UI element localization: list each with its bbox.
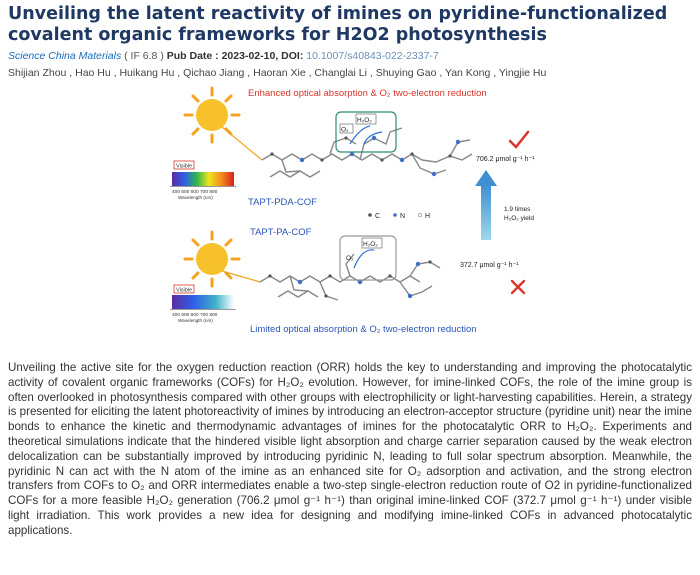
check-icon [508,130,530,149]
molecule-top-c-atoms [270,136,452,162]
molecule-top-n-atoms [299,135,461,177]
rate-bottom: 372.7 μmol g⁻¹ h⁻¹ [460,262,519,269]
rate-top: 706.2 μmol g⁻¹ h⁻¹ [476,156,535,163]
o2-label-top: O₂ [341,127,349,134]
article-meta: Science China Materials ( IF 6.8 ) Pub D… [8,50,439,62]
fold-increase-label: H₂O₂ yield [504,215,534,222]
pub-date: 2023-02-10 [221,50,276,62]
wavelength-ticks-bottom: 400 500 600 700 800 [172,312,218,318]
sun-icon-bottom [183,230,241,288]
spectrum-top: Visible 400 500 600 700 800 Wavelength (… [170,160,236,200]
journal-link[interactable]: Science China Materials [8,50,122,62]
doi-link[interactable]: 10.1007/s40843-022-2337-7 [306,50,439,62]
legend-h: H [425,213,430,220]
h2o2-label-bottom: H₂O₂ [363,241,378,248]
sun-icon-top [183,86,241,144]
increase-arrow [475,170,497,240]
wavelength-ticks-top: 400 500 600 700 800 [172,189,218,195]
doi-label: , DOI: [275,50,304,62]
pub-date-label: Pub Date : [166,50,219,62]
graphical-abstract: Enhanced optical absorption & O₂ two-ele… [170,86,535,335]
active-site-box-top [335,111,397,153]
fold-increase: 1.9 times [504,206,531,213]
molecule-bottom-c-atoms [268,260,432,298]
cof-bottom-label: TAPT-PA-COF [250,227,312,238]
spectrum-bottom: Visible 400 500 600 700 800 Wavelength (… [170,284,236,323]
wavelength-label-top: Wavelength (nm) [178,195,213,200]
molecule-bottom [259,253,441,301]
bottom-caption: Limited optical absorption & O₂ two-elec… [250,324,477,335]
cross-icon [510,279,526,295]
o2-label-bottom: O₂ [346,255,354,262]
wavelength-label-bottom: Wavelength (nm) [178,318,213,323]
visible-label-top: Visible [176,164,192,170]
legend-c: C [375,213,380,220]
top-caption: Enhanced optical absorption & O₂ two-ele… [248,88,487,99]
h2o2-label-top: H₂O₂ [357,117,372,124]
active-site-box-bottom [339,235,397,281]
visible-label-bottom: Visible [176,288,192,294]
impact-factor: ( IF 6.8 ) [124,50,164,62]
molecule-bottom-n-atoms [297,261,421,299]
abstract-text: Unveiling the active site for the oxygen… [8,361,692,537]
author-list: Shijian Zhou , Hao Hu , Huikang Hu , Qic… [8,67,547,79]
atom-legend: C N H [368,212,430,220]
cof-top-label: TAPT-PDA-COF [248,197,317,208]
legend-n: N [400,213,405,220]
article-title[interactable]: Unveiling the latent reactivity of imine… [8,4,668,45]
